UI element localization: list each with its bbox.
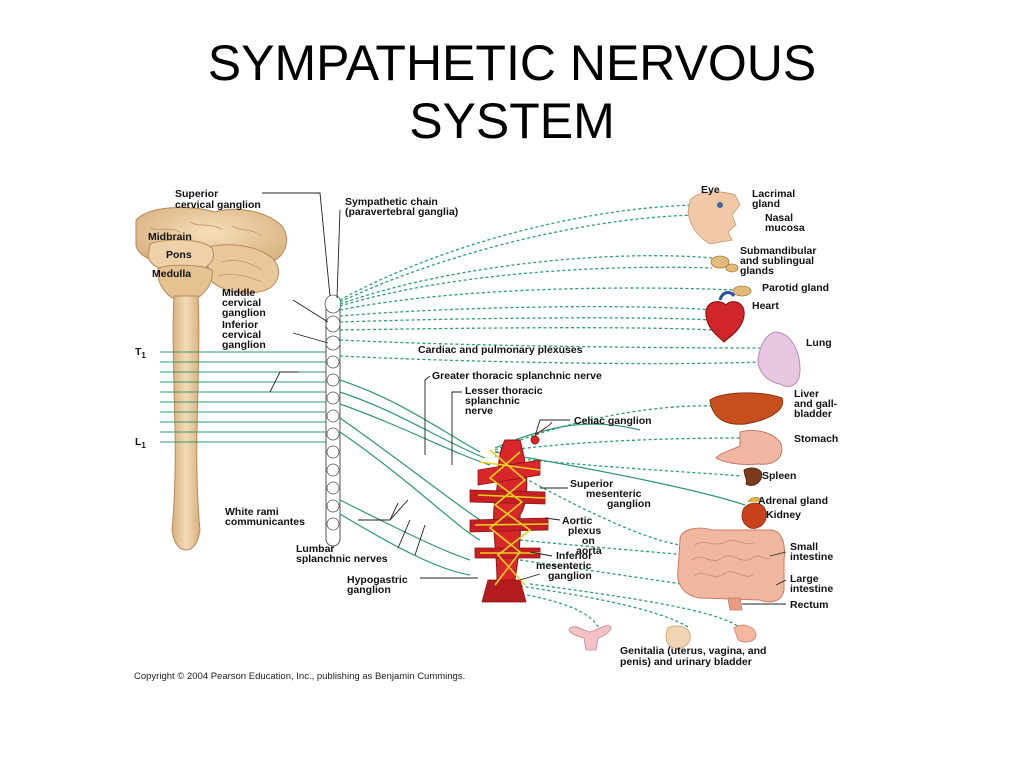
eye-shape	[717, 202, 723, 208]
center-labels: Sympathetic chain (paravertebral ganglia…	[345, 196, 652, 582]
spleen-shape	[743, 467, 763, 486]
submandibular-label: Submandibular and sublingual glands	[740, 245, 819, 277]
preganglionic-fibers	[160, 351, 330, 443]
slide-title: SYMPATHETIC NERVOUS SYSTEM	[0, 34, 1024, 150]
liver-label: Liver and gall- bladder	[794, 388, 840, 420]
eye-label: Eye	[701, 184, 720, 196]
t1-label: T1	[135, 346, 146, 360]
lacrimal-gland-label: Lacrimal gland	[752, 188, 798, 210]
slide-title-line-1: SYMPATHETIC NERVOUS	[207, 35, 817, 91]
middle-cervical-ganglion-label: Middle cervical ganglion	[222, 287, 266, 319]
stomach-label: Stomach	[794, 433, 838, 445]
medulla-label: Medulla	[152, 268, 191, 280]
superior-cervical-ganglion-label: Superior cervical ganglion	[175, 188, 261, 211]
copyright-text: Copyright © 2004 Pearson Education, Inc.…	[134, 671, 465, 682]
adrenal-gland-label: Adrenal gland	[758, 495, 828, 507]
submandibular-gland-shape	[710, 255, 730, 269]
face-shape	[687, 191, 741, 245]
pons-label: Pons	[166, 249, 192, 261]
left-labels: Superior cervical ganglion Middle cervic…	[175, 188, 411, 596]
organs	[568, 191, 801, 651]
rectum-label: Rectum	[790, 599, 829, 611]
celiac-ganglion-label: Celiac ganglion	[574, 415, 652, 427]
leader-lines	[262, 192, 787, 605]
greater-splanchnic-label: Greater thoracic splanchnic nerve	[432, 370, 602, 382]
rectum-shape	[727, 597, 743, 611]
l1-label: L1	[135, 436, 146, 450]
splanchnic-nerves	[339, 379, 746, 576]
aortic-plexus-label: Aortic plexus on aorta	[562, 515, 604, 557]
inferior-mesenteric-label: Inferior mesenteric ganglion	[536, 550, 595, 582]
spinal-cord-shape	[171, 295, 201, 551]
heart-shape	[705, 301, 745, 343]
liver-shape	[709, 392, 784, 425]
inferior-cervical-ganglion-label: Inferior cervical ganglion	[222, 319, 266, 351]
stomach-shape	[715, 429, 783, 465]
parotid-gland-label: Parotid gland	[762, 282, 829, 294]
sympathetic-chain	[324, 294, 342, 547]
adrenal-kidney-shape	[741, 502, 767, 529]
sympathetic-chain-label: Sympathetic chain (paravertebral ganglia…	[345, 196, 458, 218]
aorta-with-plexus	[469, 421, 553, 603]
large-intestine-label: Large intestine	[790, 573, 833, 595]
kidney-label: Kidney	[766, 509, 801, 521]
superior-mesenteric-label: Superior mesenteric ganglion	[570, 478, 651, 510]
lung-shape	[757, 331, 801, 387]
medulla-shape	[157, 264, 213, 299]
parotid-gland-shape	[732, 285, 752, 297]
brain-labels: Midbrain Pons Medulla	[148, 231, 192, 280]
segment-markers: T1 L1	[135, 346, 146, 450]
hypogastric-ganglion-label: Hypogastric ganglion	[347, 574, 411, 596]
intestines-shape	[677, 527, 785, 611]
lung-label: Lung	[806, 337, 832, 349]
cardiac-plexuses-label: Cardiac and pulmonary plexuses	[418, 344, 583, 356]
small-intestine-label: Small intestine	[790, 541, 833, 563]
brain-and-spinal-cord	[135, 206, 288, 551]
lumbar-splanchnic-label: Lumbar splanchnic nerves	[296, 543, 388, 565]
nasal-mucosa-label: Nasal mucosa	[765, 212, 805, 234]
midbrain-label: Midbrain	[148, 231, 192, 243]
spleen-label: Spleen	[762, 470, 796, 482]
lesser-splanchnic-label: Lesser thoracic splanchnic nerve	[465, 385, 546, 417]
genitalia-label: Genitalia (uterus, vagina, and penis) an…	[620, 645, 769, 668]
heart-label: Heart	[752, 300, 779, 312]
slide-title-line-2: SYSTEM	[409, 93, 615, 149]
white-rami-label: White rami communicantes	[225, 506, 305, 528]
organ-labels: Eye Lacrimal gland Nasal mucosa Submandi…	[620, 184, 840, 668]
genitalia-shape	[568, 624, 757, 651]
